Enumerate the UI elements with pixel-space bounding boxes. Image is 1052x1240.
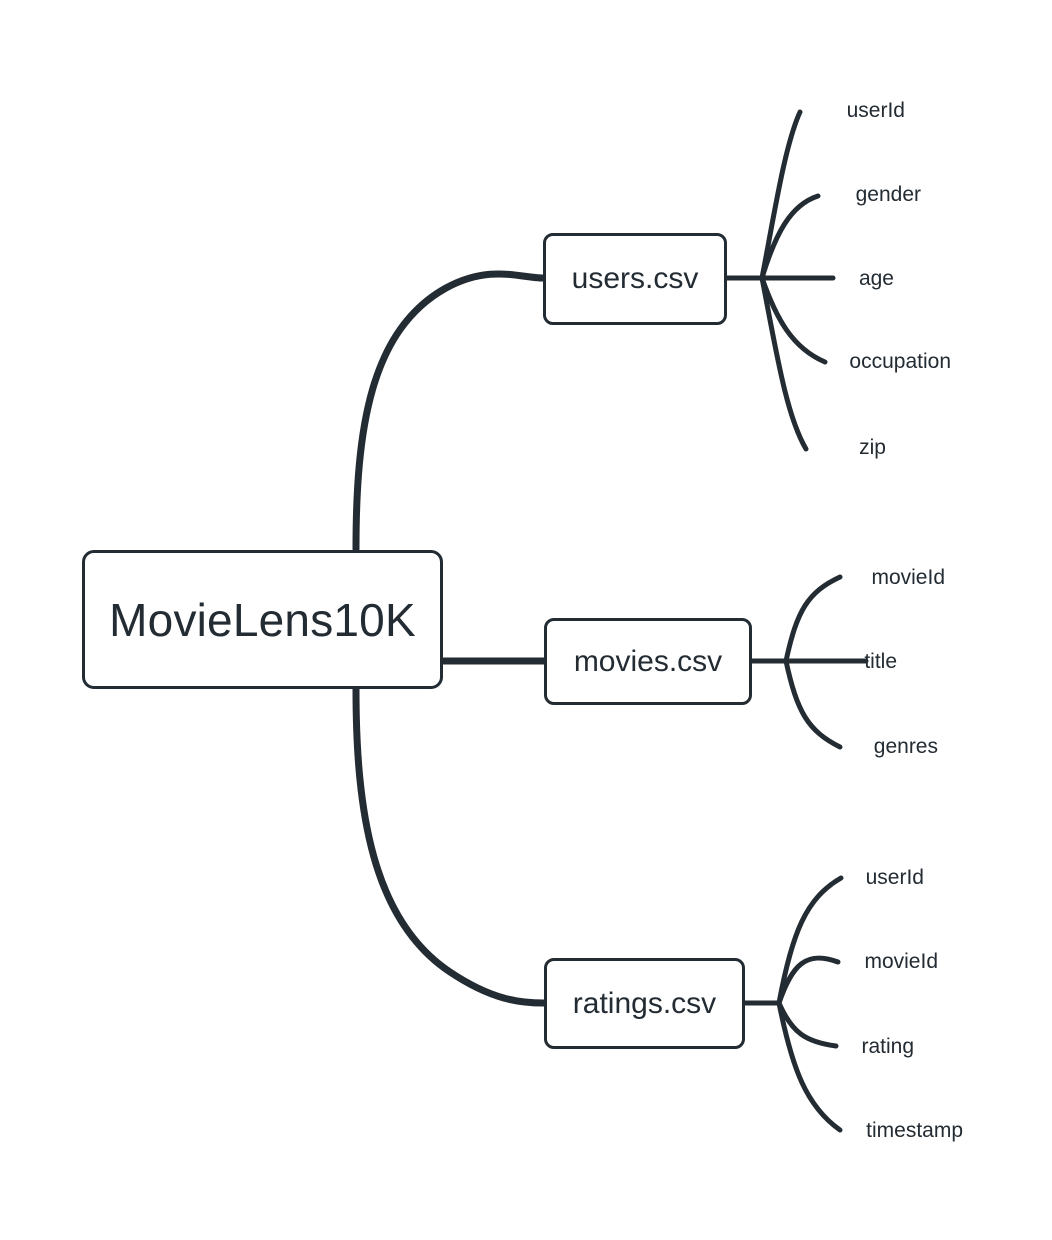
edge-users-userId [759, 109, 803, 281]
node-branch-movies-csv[interactable]: movies.csv [544, 618, 752, 705]
node-branch-users-csv[interactable]: users.csv [543, 233, 727, 325]
leaf-users-age: age [858, 267, 894, 290]
node-branch-ratings-label: ratings.csv [572, 986, 717, 1020]
edge-ratings-movieId [776, 955, 841, 1006]
leaf-users-zip: zip [859, 436, 886, 459]
edge-ratings-timestamp [776, 1000, 843, 1133]
leaf-movies-genres: genres [873, 735, 938, 758]
node-branch-users-label: users.csv [571, 262, 699, 295]
node-root-movielens10k[interactable]: MovieLens10K [82, 550, 443, 689]
leaf-users-gender: gender [855, 183, 921, 206]
edge-root-to-users [352, 270, 547, 553]
leaf-ratings-timestamp: timestamp [866, 1119, 963, 1142]
leaf-users-userid: userId [846, 99, 905, 122]
node-branch-movies-label: movies.csv [573, 644, 723, 678]
leaf-ratings-movieid: movieId [864, 950, 938, 973]
node-branch-ratings-csv[interactable]: ratings.csv [544, 958, 745, 1049]
leaf-ratings-userid: userId [865, 866, 924, 889]
leaf-movies-movieid: movieId [871, 566, 945, 589]
edge-root-to-ratings [352, 685, 548, 1007]
leaf-movies-title: title [864, 650, 897, 673]
edge-movies-genres [783, 658, 843, 750]
leaf-users-occupation: occupation [849, 350, 951, 373]
edge-users-zip [759, 275, 809, 452]
edge-ratings-userId [776, 875, 844, 1006]
edge-movies-movieId [783, 574, 843, 664]
node-root-label: MovieLens10K [109, 593, 416, 646]
edge-users-gender [759, 193, 821, 281]
leaf-ratings-rating: rating [861, 1035, 914, 1058]
